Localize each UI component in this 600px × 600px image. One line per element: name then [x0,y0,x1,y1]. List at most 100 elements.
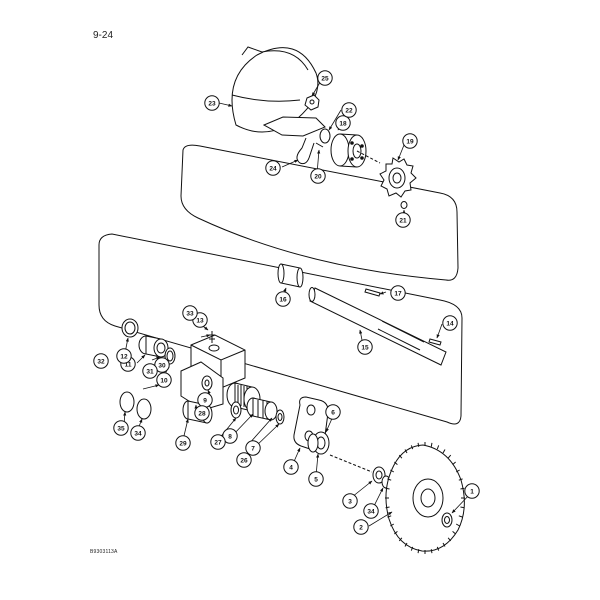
sprocket-tooth [447,537,452,542]
nut-21-part [400,201,408,209]
callout-9: 9 [197,392,213,408]
callout-number: 11 [125,361,132,368]
callout-circle [130,425,146,441]
callout-circle [175,435,191,451]
upper-group-outline [180,144,459,281]
callout-number: 8 [228,433,232,440]
tensioner-part [307,431,330,455]
callout-circle [325,404,341,420]
callout-4: 4 [283,459,299,475]
callout-6: 6 [325,404,341,420]
callout-circle [464,483,480,499]
callout-17: 17 [390,285,406,301]
callout-2: 2 [353,519,369,535]
sprocket-tooth [385,506,390,509]
callout-20: 20 [310,168,326,184]
gear-housing-part [180,334,246,411]
sprocket-tooth [458,478,463,481]
key-17-part [364,288,381,297]
sprocket-tooth [410,546,414,551]
callout-circle [182,305,198,321]
callout-number: 7 [251,445,255,452]
callout-23: 23 [204,95,220,111]
callout-number: 35 [117,425,125,432]
callout-35: 35 [113,420,129,436]
sprocket-tooth [452,531,456,535]
callout-1: 1 [464,483,480,499]
lower-group-outline [98,233,463,425]
sprocket-tooth [390,469,395,473]
callout-number: 29 [179,440,187,447]
callout-number: 18 [339,120,347,127]
callout-number: 31 [146,368,154,375]
callout-26: 26 [236,452,252,468]
callout-circle [275,291,291,307]
callout-number: 28 [198,410,206,417]
sprocket-tooth [390,523,395,527]
callout-22: 22 [341,102,357,118]
callout-number: 17 [394,290,402,297]
sprocket-tooth [385,487,390,490]
snap-ring-35-part [119,391,135,413]
callout-circle [116,348,132,364]
callout-number: 6 [331,409,335,416]
callout-3: 3 [342,493,358,509]
callout-circle [142,363,158,379]
key-14-part [428,338,442,346]
callout-circle [395,212,411,228]
callout-number: 30 [158,362,166,369]
u-bolt-part [296,137,315,165]
callout-circle [310,168,326,184]
sprocket-tooth [460,487,465,490]
sprocket-tooth [387,515,392,518]
callout-number: 15 [361,344,369,351]
callout-number: 32 [97,358,105,365]
sprocket-tooth [430,549,433,554]
callout-34: 34 [363,503,379,519]
callout-circle [342,493,358,509]
callout-27: 27 [210,434,226,450]
callout-circle [204,95,220,111]
callout-25: 25 [317,70,333,86]
callout-12: 12 [116,348,132,364]
callout-19: 19 [402,133,418,149]
callout-circle [194,405,210,421]
callout-31: 31 [142,363,158,379]
ring-1-part [441,512,453,528]
callout-28: 28 [194,405,210,421]
callout-circle [335,115,351,131]
callout-circle [245,440,261,456]
callout-number: 5 [314,476,318,483]
sprocket-tooth [436,546,440,551]
callout-circle [210,434,226,450]
callout-circle [442,315,458,331]
washer-22-part [319,128,331,144]
callout-16: 16 [275,291,291,307]
callout-number: 22 [345,107,353,114]
callout-circle [341,102,357,118]
sprocket-tooth [398,537,403,542]
sprocket-tooth [455,523,460,527]
callout-number: 2 [359,524,363,531]
callout-number: 33 [186,310,194,317]
sprocket-tooth [410,445,414,450]
callout-32: 32 [93,353,109,369]
sprocket-tooth [458,515,463,518]
sprocket-tooth [447,454,452,459]
callout-number: 1 [470,488,474,495]
sprocket-tooth [436,445,440,450]
sprocket-tooth [417,549,420,554]
callout-number: 23 [208,100,216,107]
bearing-8-part [246,397,278,421]
sprocket-tooth [387,478,392,481]
callout-18: 18 [335,115,351,131]
callout-number: 21 [399,217,407,224]
callout-29: 29 [175,435,191,451]
callout-7: 7 [245,440,261,456]
seal-12-part [121,318,139,338]
washer-7-part [275,409,285,425]
snap-ring-34-part [136,398,152,420]
sprocket-tooth [430,442,433,447]
callout-circle [93,353,109,369]
